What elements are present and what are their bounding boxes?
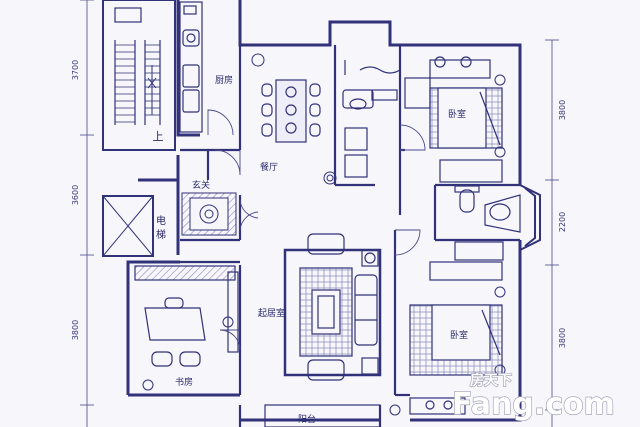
dimension-lines bbox=[80, 0, 559, 427]
bedroom-top-bed bbox=[404, 56, 503, 149]
balcony bbox=[264, 397, 466, 427]
kitchen-label: 厨房 bbox=[215, 74, 233, 86]
living-label: 起居室 bbox=[258, 307, 285, 319]
doors bbox=[207, 109, 426, 351]
bedroom-top-label: 卧室 bbox=[448, 108, 466, 120]
study-label: 书房 bbox=[175, 376, 193, 388]
elevator-label-1: 电 bbox=[156, 214, 166, 227]
watermark-logo: Fang.com bbox=[452, 387, 615, 422]
study-furniture bbox=[134, 265, 239, 367]
bay-window bbox=[519, 184, 541, 251]
dim-right-2: 2200 bbox=[558, 212, 567, 232]
kitchen-counter bbox=[179, 1, 203, 133]
exterior-walls bbox=[126, 0, 522, 422]
stair-up-label: 上 bbox=[153, 130, 164, 143]
living-furniture bbox=[283, 233, 382, 381]
dining-table bbox=[261, 79, 321, 143]
elevator-label-2: 梯 bbox=[156, 228, 166, 241]
foyer-label: 玄关 bbox=[192, 179, 210, 191]
dining-label: 餐厅 bbox=[260, 161, 278, 173]
dim-left-1: 3700 bbox=[71, 60, 80, 80]
watermark-text: 房天下 bbox=[470, 372, 512, 389]
bathroom-fixtures bbox=[342, 60, 521, 233]
balcony-label: 阳台 bbox=[298, 413, 316, 425]
dim-left-3: 3800 bbox=[71, 320, 80, 340]
dim-right-1: 3800 bbox=[558, 100, 567, 120]
dim-right-3: 3800 bbox=[558, 328, 567, 348]
elevator-shaft bbox=[102, 195, 154, 257]
stairwell bbox=[102, 0, 176, 151]
dim-left-2: 3600 bbox=[71, 185, 80, 205]
foyer-rug bbox=[181, 192, 237, 236]
wardrobes bbox=[429, 159, 504, 281]
bedroom-bottom-bed bbox=[409, 304, 503, 376]
bedroom-bottom-label: 卧室 bbox=[450, 329, 468, 341]
watermark: 房天下 Fang.com bbox=[451, 371, 615, 422]
